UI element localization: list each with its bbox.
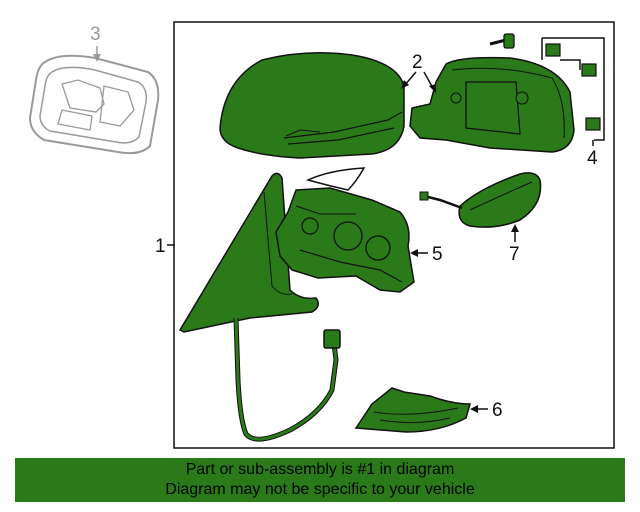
cover-piece[interactable]: [305, 167, 366, 191]
leader-7-arrow: [511, 224, 519, 232]
screw[interactable]: [489, 33, 515, 49]
part-1-mirror-base[interactable]: [178, 172, 319, 333]
banner-line-2: Diagram may not be specific to your vehi…: [165, 481, 475, 498]
part-6-lower-cover[interactable]: [354, 387, 471, 433]
callout-4: 4: [587, 148, 598, 169]
part-4-clips[interactable]: [545, 43, 601, 131]
callout-6: 6: [492, 400, 503, 421]
callout-1: 1: [155, 236, 166, 257]
part-5-mirror-actuator[interactable]: [275, 187, 415, 293]
leader-3-arrow: [93, 54, 101, 62]
part-2-mirror-housing[interactable]: [409, 56, 575, 153]
part-3-mirror-glass[interactable]: [28, 54, 160, 155]
connector: [323, 329, 341, 349]
info-banner: Part or sub-assembly is #1 in diagram Di…: [15, 458, 625, 502]
banner-line-1: Part or sub-assembly is #1 in diagram: [185, 461, 455, 478]
wire-harness: [233, 317, 341, 442]
callout-2: 2: [412, 52, 423, 73]
part-2-mirror-cover[interactable]: [219, 52, 405, 159]
part-7-turn-signal-lamp[interactable]: [419, 172, 542, 228]
callout-5: 5: [432, 244, 443, 265]
leader-6-arrow: [470, 405, 478, 413]
leader-5-arrow: [410, 249, 418, 257]
parts-diagram: 3 1 5 2: [28, 21, 615, 449]
leader-2b-arrow: [429, 84, 436, 93]
callout-3: 3: [90, 24, 101, 45]
leader-2a-arrow: [401, 80, 409, 89]
diagram-frame: [173, 21, 615, 449]
callout-7: 7: [509, 244, 520, 265]
bracket-4: [541, 37, 605, 141]
